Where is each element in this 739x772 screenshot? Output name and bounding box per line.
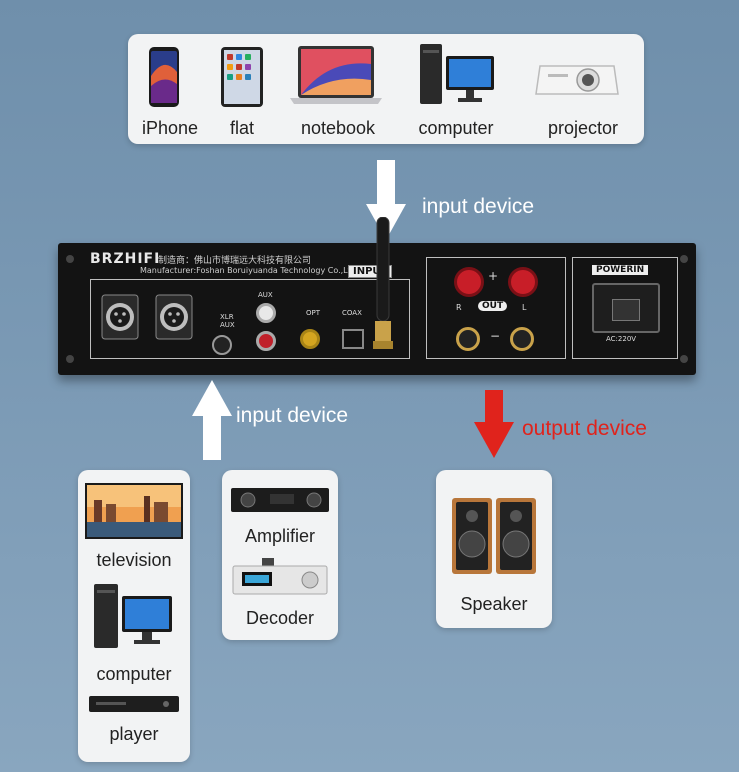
device-label-television: television — [96, 550, 172, 570]
device-label-amplifier: Amplifier — [244, 526, 315, 546]
desktop-computer-icon — [94, 584, 172, 648]
device-label-player: player — [109, 724, 159, 744]
device-label-notebook: notebook — [300, 118, 376, 138]
device-label-decoder: Decoder — [245, 608, 315, 628]
speaker-icon — [452, 498, 536, 574]
output-section — [426, 257, 566, 359]
coax-connector — [300, 329, 320, 349]
amp-aux-small-label: AUX — [220, 321, 235, 329]
right-devices-card: Speaker — [436, 470, 552, 628]
antenna-icon — [373, 217, 393, 349]
left-devices-card: television computer player — [78, 470, 190, 762]
xlr-connector-icon — [155, 294, 193, 340]
amp-out-label: OUT — [478, 301, 508, 311]
amp-minus: − — [490, 329, 501, 343]
arrow-down-red-icon — [474, 390, 514, 458]
device-label-computer-top: computer — [418, 118, 494, 138]
input-device-label-bottom: input device — [236, 404, 349, 427]
amp-maker-cn: 制造商：佛山市博瑞远大科技有限公司 — [158, 256, 312, 266]
speaker-terminal-red — [454, 267, 484, 297]
selector-switch — [212, 335, 232, 355]
screw-icon — [680, 355, 688, 363]
amp-xlr-label: XLR — [220, 313, 234, 321]
iphone-icon — [149, 47, 179, 107]
device-label-iphone: iPhone — [141, 118, 199, 138]
rca-red-connector — [256, 331, 276, 351]
power-section — [572, 257, 678, 359]
speaker-terminal-red — [508, 267, 538, 297]
amp-voltage-label: AC:220V — [606, 335, 637, 343]
amp-aux-label: AUX — [258, 291, 273, 299]
projector-icon — [535, 65, 619, 95]
television-icon — [85, 483, 183, 539]
tablet-icon — [221, 47, 263, 107]
desktop-computer-icon — [420, 44, 494, 104]
amp-l-label: L — [522, 303, 527, 312]
device-label-projector: projector — [547, 118, 619, 138]
amp-powerin-label: POWERIN — [592, 265, 649, 275]
screw-icon — [66, 255, 74, 263]
device-label-speaker: Speaker — [460, 594, 528, 614]
screw-icon — [680, 255, 688, 263]
device-label-computer-left: computer — [96, 664, 172, 684]
dvd-player-icon — [89, 696, 179, 712]
screw-icon — [66, 355, 74, 363]
power-socket — [592, 283, 660, 333]
xlr-connector-icon — [101, 294, 139, 340]
amp-plus: + — [488, 269, 499, 283]
speaker-terminal-black — [510, 327, 534, 351]
optical-connector — [342, 329, 364, 349]
amp-opt-label: OPT — [306, 309, 321, 317]
amplifier-rear-panel: BRZHIFI 制造商：佛山市博瑞远大科技有限公司 Manufacturer:F… — [58, 217, 696, 375]
amp-r-label: R — [456, 303, 462, 312]
arrow-up-white-icon — [192, 380, 232, 460]
amplifier-icon — [231, 488, 329, 512]
rca-white-connector — [256, 303, 276, 323]
mid-devices-card: Amplifier Decoder — [222, 470, 338, 640]
input-section — [90, 279, 410, 359]
laptop-icon — [290, 46, 382, 104]
amp-coax-label: COAX — [342, 309, 362, 317]
output-device-label: output device — [522, 417, 647, 440]
speaker-terminal-black — [456, 327, 480, 351]
amp-maker-en: Manufacturer:Foshan Boruiyuanda Technolo… — [140, 266, 356, 275]
top-devices-card: iPhone flat notebook computer — [128, 34, 644, 144]
device-label-flat: flat — [229, 118, 254, 138]
amp-brand: BRZHIFI — [90, 251, 161, 267]
input-device-label-top: input device — [422, 195, 535, 218]
decoder-icon — [232, 558, 328, 595]
